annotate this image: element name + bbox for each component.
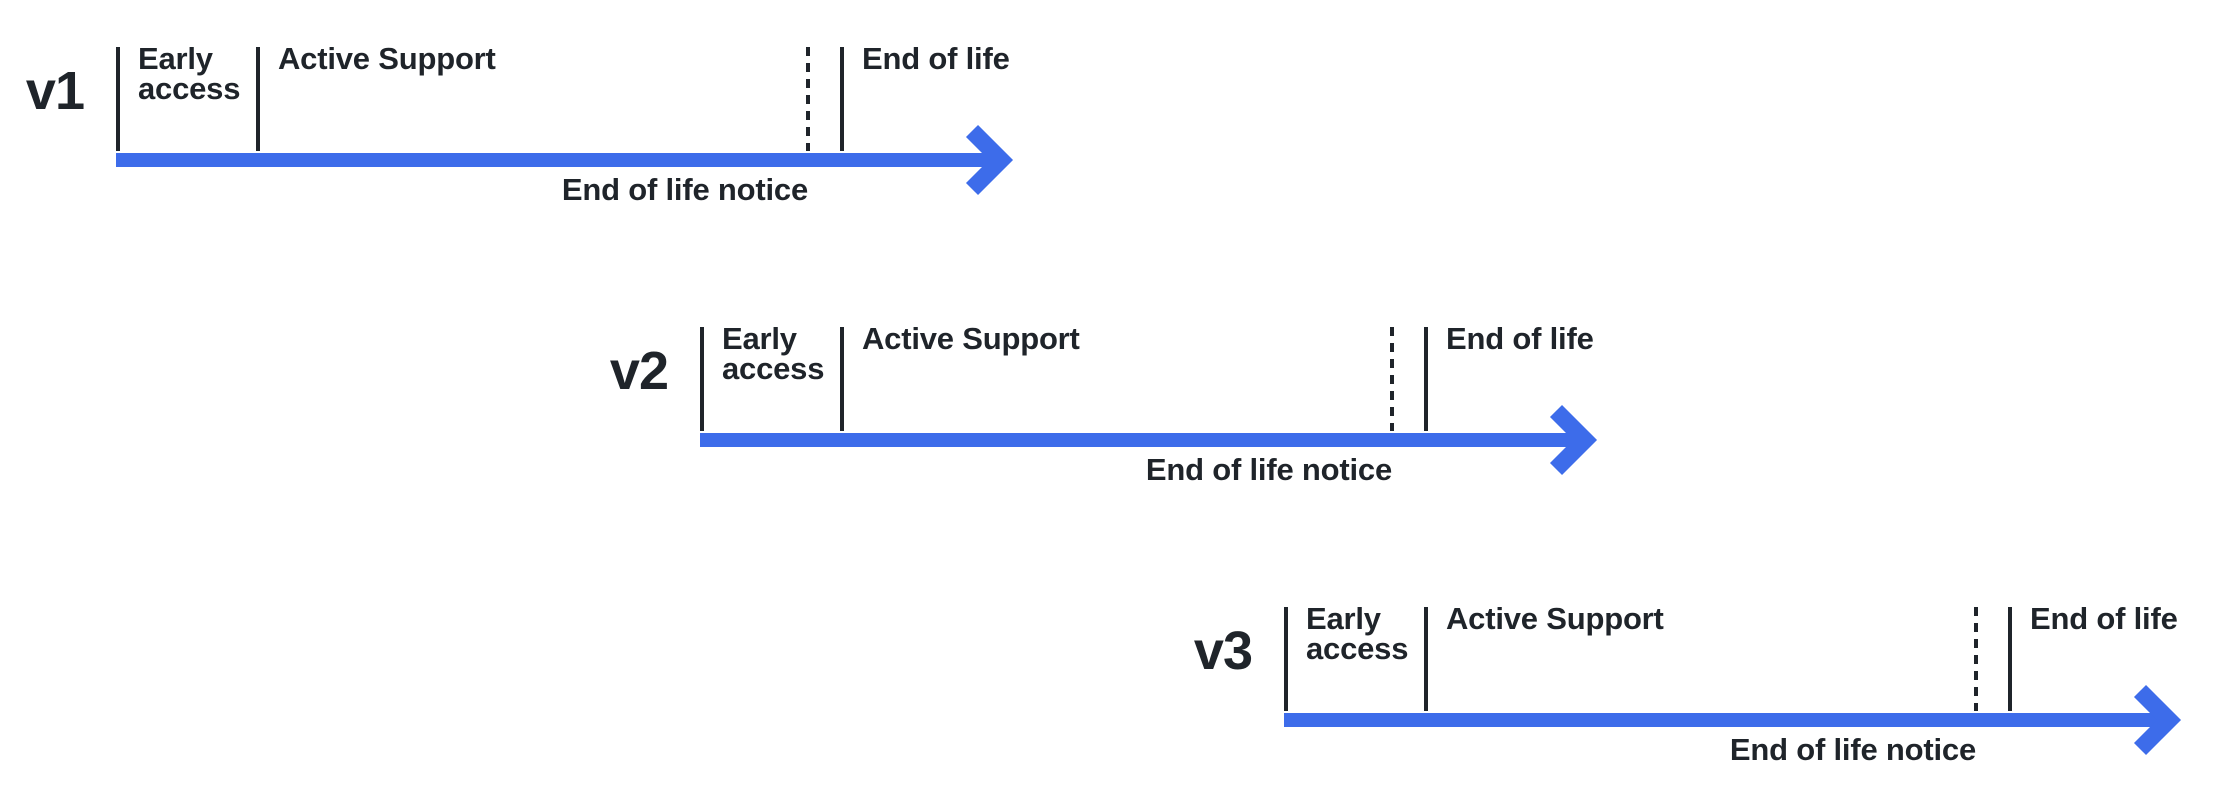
arrow-shaft: [1284, 713, 2164, 727]
end-of-life-tick: [1424, 327, 1428, 431]
end-of-life-tick: [840, 47, 844, 151]
version-label: v1: [25, 61, 85, 121]
arrow-head-chevron-icon: [1549, 404, 1598, 476]
eol-notice-dashed-line-icon: [806, 47, 810, 151]
timeline-arrow-icon: [116, 124, 1014, 196]
end-of-life-label: End of life: [1446, 321, 1594, 356]
end-of-life-notice-label: End of life notice: [1729, 732, 1976, 767]
timeline-row-v3: v3 Early access Active Support End of li…: [1168, 560, 2228, 812]
end-of-life-tick: [2008, 607, 2012, 711]
active-support-label: Active Support: [1446, 601, 1664, 636]
end-of-life-notice-label: End of life notice: [561, 172, 808, 207]
arrow-shaft: [116, 153, 996, 167]
end-of-life-label: End of life: [862, 41, 1010, 76]
active-support-tick: [840, 327, 844, 431]
end-of-life-notice-label: End of life notice: [1145, 452, 1392, 487]
end-of-life-label: End of life: [2030, 601, 2178, 636]
early-access-label: Early access: [1306, 601, 1409, 666]
arrow-shaft: [700, 433, 1580, 447]
early-access-tick: [1284, 607, 1288, 711]
timeline-row-v2: v2 Early access Active Support End of li…: [584, 280, 1698, 532]
early-access-tick: [116, 47, 120, 151]
early-access-label: Early access: [722, 321, 825, 386]
active-support-tick: [256, 47, 260, 151]
early-access-label: Early access: [138, 41, 241, 106]
arrow-head-chevron-icon: [2133, 684, 2182, 756]
early-access-tick: [700, 327, 704, 431]
eol-notice-dashed-line-icon: [1390, 327, 1394, 431]
timeline-arrow-icon: [1284, 684, 2182, 756]
timeline-arrow-icon: [700, 404, 1598, 476]
active-support-tick: [1424, 607, 1428, 711]
eol-notice-dashed-line-icon: [1974, 607, 1978, 711]
active-support-label: Active Support: [278, 41, 496, 76]
arrow-head-chevron-icon: [965, 124, 1014, 196]
version-label: v3: [1193, 621, 1253, 681]
active-support-label: Active Support: [862, 321, 1080, 356]
timeline-row-v1: v1 Early access Active Support End of li…: [0, 0, 1114, 252]
version-label: v2: [609, 341, 669, 401]
